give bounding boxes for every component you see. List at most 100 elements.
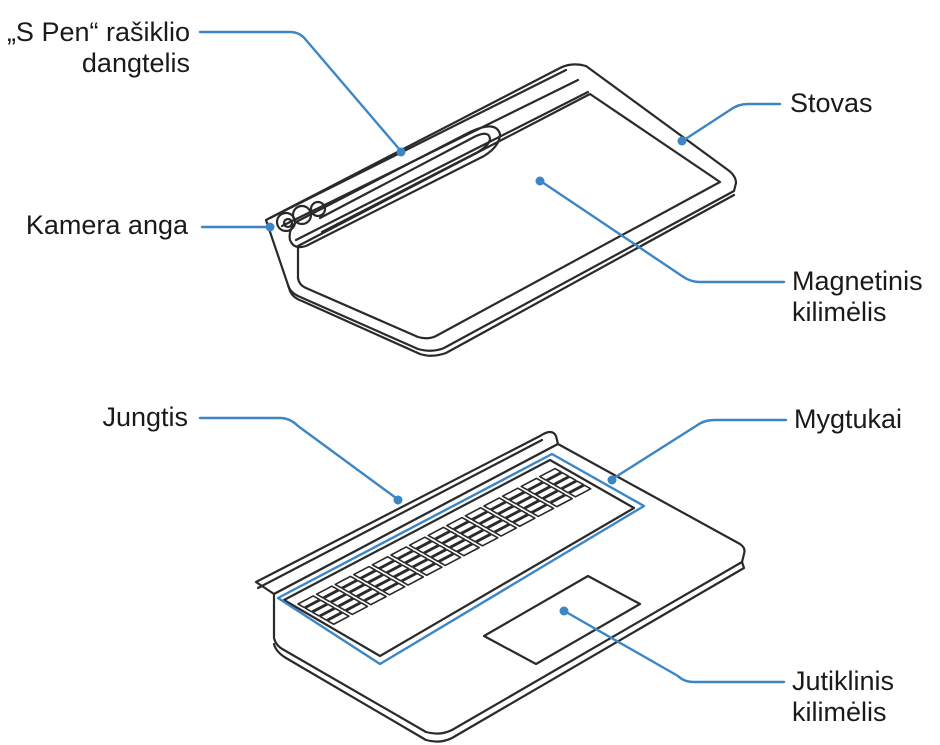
keyboard-key [445,516,469,530]
keyboard-key [334,575,358,589]
keyboard-key [434,530,458,544]
keyboard-key [416,540,440,554]
label-touchpad: Jutiklinis kilimėlis [792,666,894,728]
label-connector: Jungtis [102,402,188,432]
leader-connector [198,416,398,500]
keyboard-key [401,572,425,586]
keyboard-key [427,526,451,540]
label-spen-cover-line2: dangtelis [81,48,190,78]
keyboard-key [326,611,350,626]
keyboard-key [460,525,484,539]
keyboard-key [531,504,555,518]
label-stand: Stovas [790,88,873,118]
keyboard-key [386,564,410,578]
keyboard-key [561,480,585,494]
keyboard-key [505,509,529,523]
keyboard-key [330,593,354,607]
keys-highlight [276,452,646,666]
keyboard-key [549,494,573,508]
keyboard-key [523,499,547,514]
keyboard-key [542,490,566,504]
keyboard-key [438,553,462,567]
keyboard-key [337,597,361,612]
keyboard-key [442,534,466,549]
keyboard-key [497,505,521,519]
label-magnetic-pad-line2: kilimėlis [792,297,887,327]
keyboard-key [311,603,335,617]
keyboard-cover-illustration [254,430,746,743]
keyboard-key [568,484,592,498]
dot-touchpad [559,606,569,616]
dot-spen-cover [396,147,406,157]
keyboard-key [471,511,495,525]
keyboard-key [490,501,514,515]
keyboard-key [520,477,544,491]
keyboard-key [367,574,391,588]
dot-magnetic-pad [535,176,545,186]
keyboard-key [479,515,503,529]
leader-spen-cover [198,30,402,152]
keyboard-key [375,578,399,592]
book-cover-illustration [264,63,738,357]
keyboard-key [378,560,402,574]
dot-stand [677,136,687,146]
keyboard-key [319,607,343,621]
label-camera-hole: Kamera anga [25,210,188,240]
keyboard-key [449,539,473,553]
keyboard-key [483,497,507,511]
keyboard-key [360,569,384,584]
keyboard-key [341,579,365,593]
leader-stand [682,102,782,142]
label-magnetic-pad-line1: Magnetinis [792,266,923,296]
keyboard-key [349,583,373,598]
keyboard-key [412,558,436,572]
keyboard-key [397,550,421,564]
keyboard-key [423,544,447,558]
keyboard-key [371,555,395,570]
keyboard-key [345,602,369,616]
keyboard-key [356,588,380,602]
label-touchpad-line1: Jutiklinis [792,666,895,696]
label-touchpad-line2: kilimėlis [792,697,887,727]
keyboard-key [404,554,428,568]
keyboard-key [390,546,414,560]
keyboard-key [363,592,387,606]
keyboard-key [535,485,559,500]
keyboard-key [464,506,488,521]
keyboard-key [323,589,347,603]
keyboard-key [453,520,477,535]
dot-connector [393,495,403,505]
leader-keys [612,418,788,480]
keyboard-key [509,491,533,505]
keyboard-key [475,533,499,547]
keyboard-key [527,481,551,495]
label-spen-cover: „S Pen“ rašiklio dangtelis [7,17,190,79]
keyboard-key [468,529,492,543]
keyboard-key [546,471,570,486]
keyboard-key [430,548,454,563]
keyboard-key [382,582,406,596]
keyboard-key [494,523,518,537]
dot-keys [607,475,617,485]
keyboard-key [501,487,525,501]
keyboard-key [352,565,376,579]
keyboard-key [553,476,577,490]
keyboard-key [538,467,562,481]
keyboard-key [315,585,339,599]
label-spen-cover-line1: „S Pen“ rašiklio [6,17,190,47]
keyboard-key [304,599,328,613]
label-magnetic-pad: Magnetinis kilimėlis [792,266,923,328]
leader-touchpad [564,610,786,684]
keyboard-key [297,595,321,609]
label-keys: Mygtukai [794,404,903,434]
leader-magnetic-pad [540,180,786,284]
keyboard-key [456,543,480,557]
keyboard-key [486,519,510,533]
keyboard-key [408,536,432,550]
keyboard-key [419,562,443,577]
dot-camera-hole [265,222,275,232]
keyboard-key [516,495,540,509]
keyboard-key [393,568,417,582]
